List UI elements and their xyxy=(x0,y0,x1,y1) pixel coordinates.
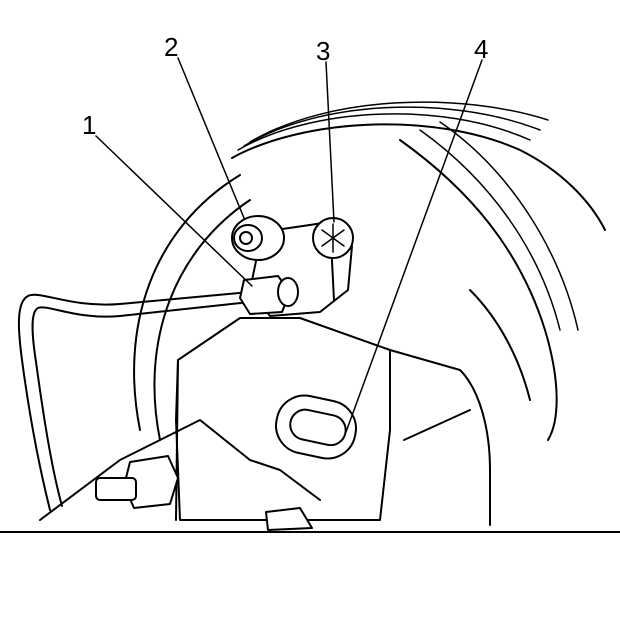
leader-lines xyxy=(95,57,483,433)
leader-line-1 xyxy=(95,135,253,287)
callout-labels: 1 2 3 4 xyxy=(82,32,488,140)
rotor-arcs xyxy=(133,101,606,441)
leader-line-4 xyxy=(345,59,483,433)
callout-label-2: 2 xyxy=(164,32,178,62)
lower-bolts xyxy=(39,419,321,531)
mounting-bolt xyxy=(312,217,354,259)
callout-label-1: 1 xyxy=(82,110,96,140)
inspection-slot xyxy=(275,394,357,460)
callout-label-3: 3 xyxy=(316,36,330,66)
leader-line-3 xyxy=(325,61,335,223)
callout-label-4: 4 xyxy=(474,34,488,64)
leader-line-2 xyxy=(177,57,245,219)
bleeder-valve xyxy=(231,215,285,261)
brake-line xyxy=(17,291,251,511)
